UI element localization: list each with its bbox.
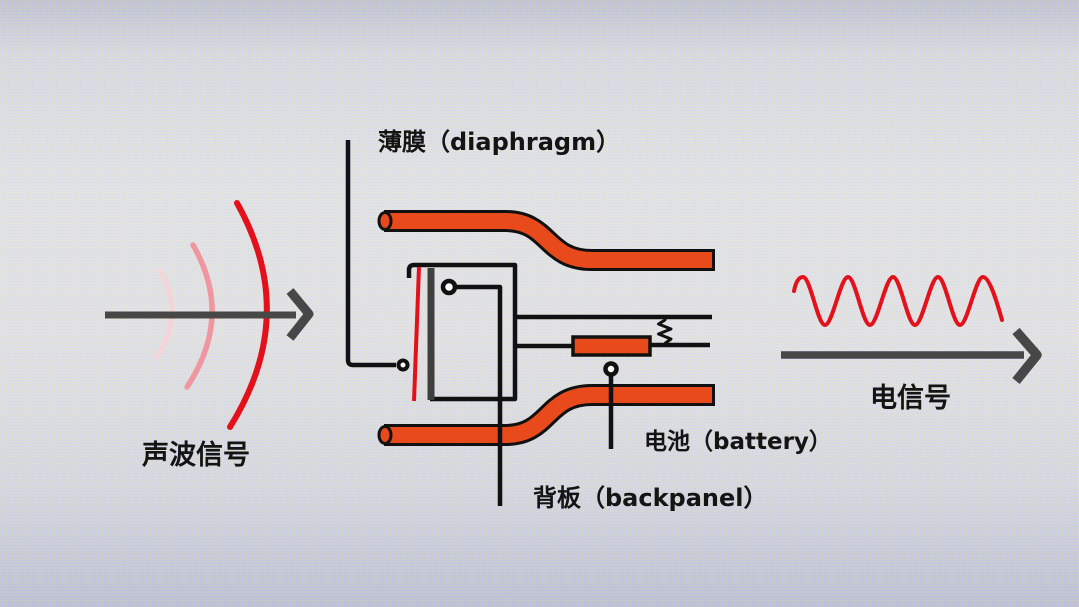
label-electric-signal: 电信号 bbox=[870, 383, 951, 414]
diaphragm-lead-wire bbox=[345, 140, 396, 368]
label-sound-signal: 声波信号 bbox=[142, 440, 250, 471]
capsule-frame bbox=[406, 262, 518, 402]
electric-signal-wave bbox=[792, 274, 1004, 328]
label-backpanel: 背板（backpanel） bbox=[533, 484, 768, 512]
electric-direction-arrow bbox=[781, 327, 1042, 384]
backplate-terminal bbox=[440, 278, 458, 296]
battery-terminal bbox=[603, 361, 619, 377]
resistor-zigzag-icon bbox=[657, 317, 673, 345]
label-battery: 电池（battery） bbox=[644, 429, 832, 455]
bottom-housing-cap-icon bbox=[377, 425, 393, 445]
battery-symbol bbox=[571, 335, 652, 357]
diaphragm-line bbox=[412, 266, 421, 402]
mic-capsule-bottom-housing bbox=[377, 384, 715, 446]
label-diaphragm: 薄膜（diaphragm） bbox=[378, 128, 621, 156]
backplate-lead-wire bbox=[457, 284, 503, 506]
diaphragm-terminal bbox=[396, 358, 410, 372]
sound-direction-arrow bbox=[105, 288, 314, 341]
mic-capsule-top-housing bbox=[377, 210, 715, 271]
top-housing-cap-icon bbox=[377, 211, 393, 231]
